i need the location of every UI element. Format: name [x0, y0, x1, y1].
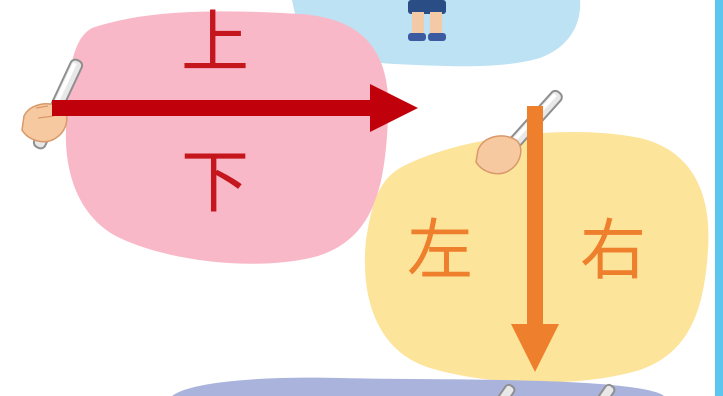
- label-migi: 右: [580, 218, 646, 284]
- label-shita: 下: [181, 150, 249, 218]
- label-ue: 上: [181, 10, 249, 78]
- right-edge-strip: [712, 0, 723, 396]
- label-hidari: 左: [407, 218, 473, 284]
- purple-blob-bottom: [172, 378, 664, 396]
